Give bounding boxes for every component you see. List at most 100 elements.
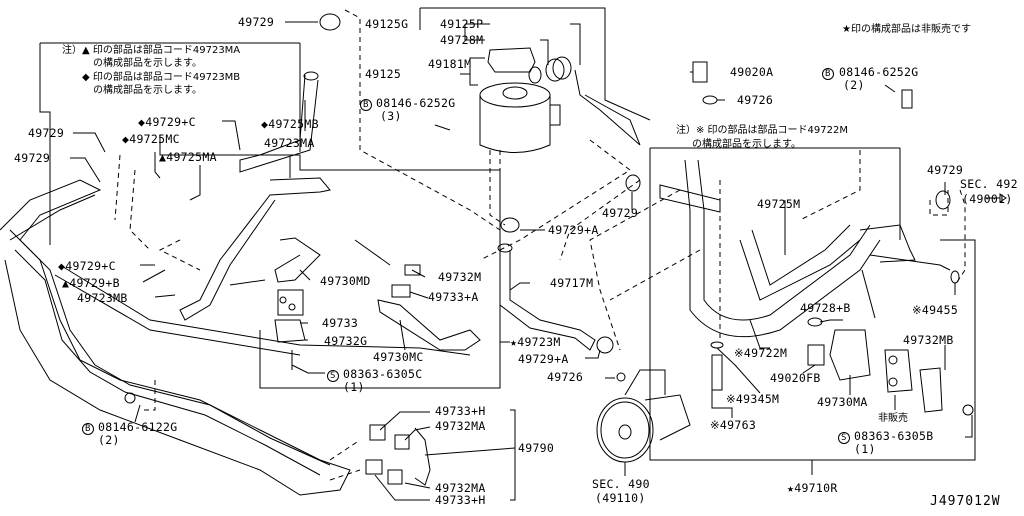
label-49717M[interactable]: 49717M — [550, 276, 594, 290]
clamp-49733A — [391, 284, 411, 298]
label-49733H-a[interactable]: 49733+H — [435, 404, 486, 418]
clamp-49729A-top — [500, 217, 520, 233]
label-49020A[interactable]: 49020A — [730, 65, 774, 79]
washer-49726-mid — [616, 372, 626, 382]
label-49125G[interactable]: 49125G — [365, 17, 409, 31]
leader-lines — [70, 21, 973, 501]
filter-ring — [545, 58, 565, 82]
note-49722-line2: の構成部品を示します。 — [692, 139, 801, 150]
reservoir-bracket — [574, 69, 641, 146]
hose-49725MB — [239, 74, 319, 173]
label-49125[interactable]: 49125 — [365, 67, 402, 81]
label-08363-6305C[interactable]: 08363-6305C — [343, 367, 423, 381]
label-49733H-b[interactable]: 49733+H — [435, 493, 486, 507]
frame-49125G — [420, 7, 651, 121]
clamp-49729-top — [319, 13, 341, 31]
label-49729A-a[interactable]: 49729+A — [548, 223, 599, 237]
label-49725MA[interactable]: ▲49725MA — [159, 150, 217, 164]
label-49729A-b[interactable]: 49729+A — [518, 352, 569, 366]
oring-49345M — [710, 341, 724, 349]
label-49729C-a[interactable]: ◆49729+C — [138, 115, 196, 129]
label-49729-mid[interactable]: 49729 — [602, 206, 639, 220]
bolt-symbol-b-2: B — [822, 66, 834, 80]
label-not-sold: 非販売 — [878, 413, 908, 424]
hose-49725M — [659, 159, 951, 338]
bolt-b-icon: B — [822, 68, 834, 80]
bolt-b-icon: B — [360, 99, 372, 111]
label-49730MC[interactable]: 49730MC — [373, 350, 424, 364]
label-49723MA[interactable]: 49723MA — [264, 136, 315, 150]
clamp-49732MB — [919, 367, 943, 413]
frame-49723M — [159, 135, 501, 389]
label-49725MB[interactable]: ◆49725MB — [261, 117, 319, 131]
label-sec-490[interactable]: SEC. 490 — [592, 477, 650, 491]
label-49725M[interactable]: 49725M — [757, 197, 801, 211]
tube-49790 — [4, 229, 351, 496]
label-49729C-b[interactable]: ◆49729+C — [58, 259, 116, 273]
label-49733[interactable]: 49733 — [322, 316, 359, 330]
oring-49455 — [950, 270, 960, 284]
label-49725MC[interactable]: ◆49725MC — [122, 132, 180, 146]
label-49728M[interactable]: 49728M — [440, 33, 484, 47]
label-49729-top[interactable]: 49729 — [238, 15, 275, 29]
label-49790[interactable]: 49790 — [518, 441, 555, 455]
label-08146-6252G-a[interactable]: 08146-6252G — [376, 96, 456, 110]
label-08363-6305B-qty: (1) — [854, 442, 876, 456]
dashed-leaders — [114, 9, 966, 481]
screw-symbol-s-1: S — [327, 368, 339, 382]
label-49726-top[interactable]: 49726 — [737, 93, 774, 107]
label-49345M[interactable]: ※49345M — [726, 392, 780, 406]
label-49728B[interactable]: 49728+B — [800, 301, 851, 315]
label-49732G[interactable]: 49732G — [324, 334, 368, 348]
label-49723MB[interactable]: 49723MB — [77, 291, 128, 305]
label-08146-6122G[interactable]: 08146-6122G — [98, 420, 178, 434]
reservoir-cap — [487, 47, 536, 73]
label-49729-left-2[interactable]: 49729 — [14, 151, 51, 165]
label-49125P[interactable]: 49125P — [440, 17, 484, 31]
label-49726-mid[interactable]: 49726 — [547, 370, 584, 384]
screw-s-icon: S — [838, 432, 850, 444]
label-49732MA-a[interactable]: 49732MA — [435, 419, 486, 433]
label-49732MB[interactable]: 49732MB — [903, 333, 954, 347]
label-49722M[interactable]: ※49722M — [734, 346, 788, 360]
diagram-code: J497012W — [930, 494, 1001, 509]
washer-49726-top — [702, 95, 718, 105]
label-49729-left-1[interactable]: 49729 — [28, 126, 65, 140]
bracket-49730MA — [829, 329, 871, 381]
label-49730MA[interactable]: 49730MA — [817, 395, 868, 409]
clamp-49729-mid — [625, 174, 641, 192]
clamp-49733H-upper — [369, 424, 386, 441]
clamp-49729A-bottom — [596, 336, 614, 354]
label-49732M[interactable]: 49732M — [438, 270, 482, 284]
label-49730MD[interactable]: 49730MD — [320, 274, 371, 288]
screw-symbol-s-2: S — [838, 430, 850, 444]
label-49455[interactable]: ※49455 — [912, 303, 959, 317]
label-08146-6252G-b-qty: (2) — [843, 78, 865, 92]
note-49723-line3: ◆ 印の部品は部品コード49723MB — [82, 72, 241, 83]
label-49729-right[interactable]: 49729 — [927, 163, 964, 177]
label-08363-6305C-qty: (1) — [343, 380, 365, 394]
label-sec-492[interactable]: SEC. 492 — [960, 177, 1018, 191]
pipe-49723MA — [179, 177, 331, 321]
hose-49717M — [499, 250, 596, 351]
label-49732MA-b[interactable]: 49732MA — [435, 481, 486, 495]
seal-49728B — [807, 317, 823, 327]
screw-s-icon: S — [327, 370, 339, 382]
note-49723-line4: の構成部品を示します。 — [93, 85, 202, 96]
label-49020FB[interactable]: 49020FB — [770, 371, 821, 385]
label-08363-6305B[interactable]: 08363-6305B — [854, 429, 934, 443]
fitting-49763 — [711, 354, 723, 391]
label-49723M[interactable]: ★49723M — [510, 335, 561, 349]
bolt-08146-6252G-b — [901, 89, 913, 109]
bolt-49020FB — [807, 344, 825, 366]
label-49710R[interactable]: ★49710R — [787, 481, 838, 495]
label-49181M[interactable]: 49181M — [428, 57, 472, 71]
label-49763[interactable]: ※49763 — [710, 418, 757, 432]
clamp-49732M — [404, 264, 421, 276]
label-08146-6252G-b[interactable]: 08146-6252G — [839, 65, 919, 79]
label-49733A[interactable]: 49733+A — [428, 290, 479, 304]
pipe-main-left — [59, 264, 471, 356]
label-49729B[interactable]: ▲49729+B — [62, 276, 120, 290]
